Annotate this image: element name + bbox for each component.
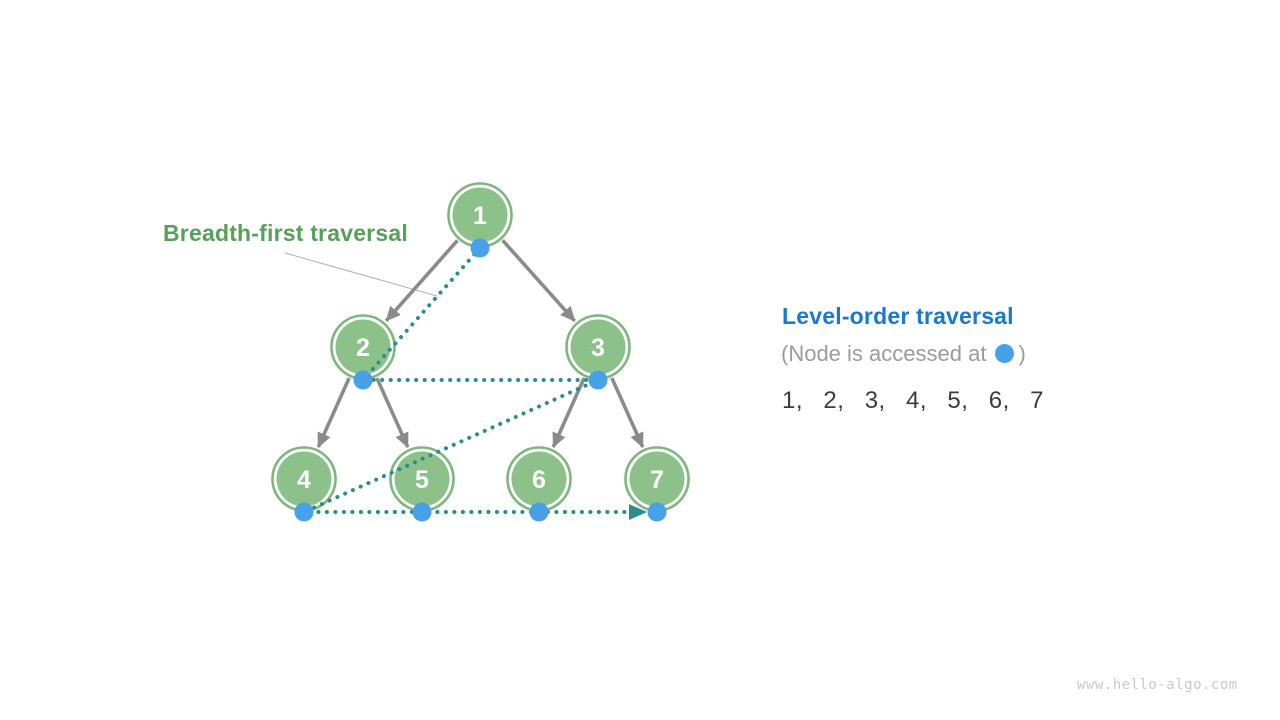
tree-node-circle [570, 319, 626, 375]
tree-node-circle [511, 451, 567, 507]
level-order-heading: Level-order traversal [782, 303, 1014, 329]
breadth-first-traversal-label: Breadth-first traversal [163, 220, 408, 246]
note-text-before: (Node is accessed at [781, 341, 987, 366]
tree-edge [384, 239, 459, 323]
tree-node-label: 2 [356, 334, 370, 362]
traversal-sequence: 1, 2, 3, 4, 5, 6, 7 [782, 387, 1044, 414]
tree-edge [316, 377, 351, 448]
tree-node-label: 7 [650, 466, 664, 494]
access-dot-icon [995, 344, 1015, 363]
node-access-dot [412, 502, 432, 522]
tree-edge [610, 377, 645, 448]
node-access-note: (Node is accessed at) [781, 341, 1026, 367]
tree-node-label: 3 [591, 334, 605, 362]
watermark: www.hello-algo.com [1077, 677, 1238, 693]
tree-node-label: 4 [297, 466, 311, 494]
tree-node-label: 6 [532, 466, 546, 494]
tree-node-circle [335, 319, 391, 375]
node-access-dot [588, 370, 608, 390]
tree-node-label: 5 [415, 466, 429, 494]
tree-node-label: 1 [473, 202, 487, 230]
node-access-dot [529, 502, 549, 522]
node-access-dot [353, 370, 373, 390]
node-access-dot [294, 502, 314, 522]
tree-node-circle [629, 451, 685, 507]
tree-node-circle [276, 451, 332, 507]
node-access-dot [470, 238, 490, 258]
tree-edge [501, 239, 577, 323]
note-text-after: ) [1018, 341, 1026, 366]
label-callout-line [284, 252, 438, 297]
tree-node-circle [452, 187, 508, 243]
tree-edge [375, 377, 410, 448]
node-access-dot [647, 502, 667, 522]
traversal-path [303, 246, 647, 520]
